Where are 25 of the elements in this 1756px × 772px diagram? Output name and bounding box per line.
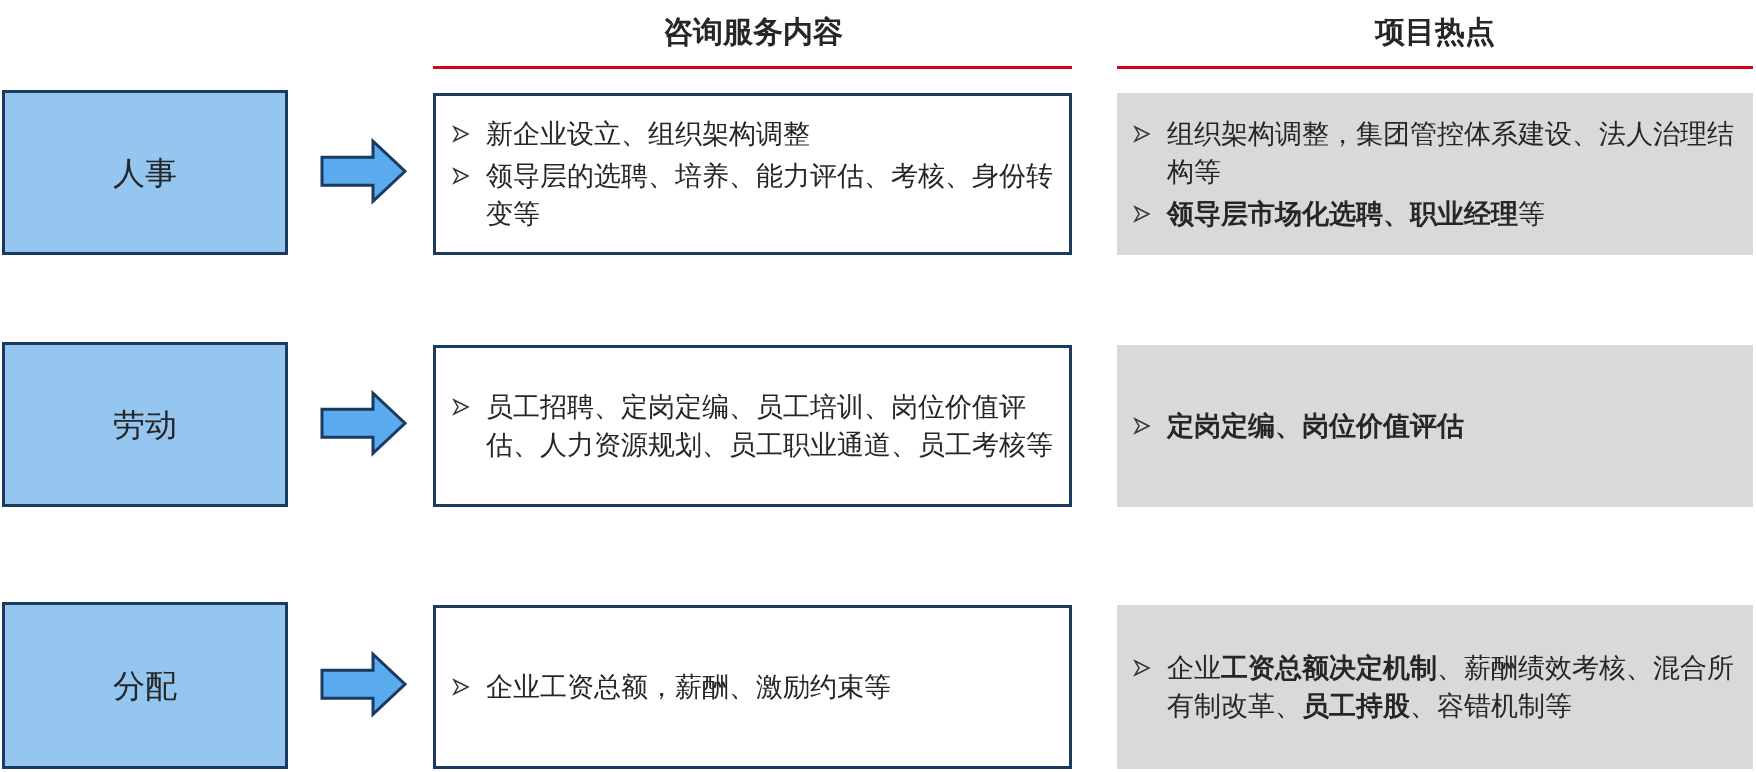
- bullet-text: 员工招聘、定岗定编、员工培训、岗位价值评估、人力资源规划、员工职业通道、员工考核等: [486, 390, 1053, 462]
- category-box: [2, 602, 288, 769]
- block-arrow: [320, 137, 408, 205]
- category-label: 劳动: [113, 404, 177, 446]
- category-label: 分配: [113, 665, 177, 707]
- block-arrow: [320, 389, 408, 457]
- content-box: [433, 605, 1072, 769]
- highlight-box: [1117, 345, 1753, 507]
- bullet-text: 企业工资总额，薪酬、激励约束等: [486, 670, 891, 704]
- bullet-text: 组织架构调整，集团管控体系建设、法人治理结构等: [1167, 117, 1735, 189]
- column-heading: 咨询服务内容: [662, 13, 843, 51]
- highlight-box: [1117, 605, 1753, 769]
- bullet-text: 新企业设立、组织架构调整: [486, 117, 810, 151]
- bullet-text: 领导层市场化选聘、职业经理等: [1167, 197, 1545, 231]
- category-label: 人事: [113, 152, 177, 194]
- content-box: [433, 345, 1072, 507]
- category-box: [2, 90, 288, 255]
- bullet-text: 企业工资总额决定机制、薪酬绩效考核、混合所有制改革、员工持股、容错机制等: [1167, 651, 1735, 723]
- column-heading: 项目热点: [1375, 13, 1495, 51]
- bullet-text: 领导层的选聘、培养、能力评估、考核、身份转变等: [486, 159, 1053, 231]
- block-arrow: [320, 650, 408, 718]
- category-box: [2, 342, 288, 507]
- highlight-box: [1117, 93, 1753, 255]
- bullet-text: 定岗定编、岗位价值评估: [1167, 409, 1464, 443]
- content-box: [433, 93, 1072, 255]
